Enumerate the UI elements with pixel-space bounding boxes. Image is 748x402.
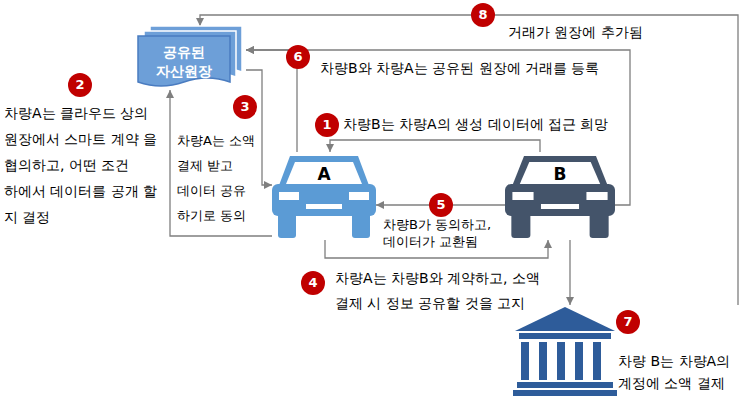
- bank-base: [513, 390, 617, 396]
- bank-roof: [515, 307, 615, 331]
- flow-arrow: [330, 140, 540, 152]
- step-note: 차량B가 동의하고, 데이터가 교환됨: [383, 216, 505, 250]
- label-holder: 6: [286, 45, 310, 69]
- car-body: [272, 184, 376, 216]
- flow-arrow: [170, 90, 272, 236]
- label-holder: 3: [233, 95, 257, 119]
- car-roof: [278, 156, 370, 188]
- callout-number: 2: [68, 73, 92, 97]
- flow-arrow: [246, 50, 630, 205]
- step-note: 차량B와 차량A는 공유된 원장에 거래를 등록: [320, 56, 599, 81]
- label-holder: 거래가 원장에 추가됨: [508, 20, 643, 45]
- callout-number: 7: [616, 310, 640, 334]
- ledger-icon: 공유된 자산원장: [138, 26, 246, 90]
- car-windshield: [286, 162, 362, 184]
- label-holder: 7: [616, 310, 640, 334]
- callout-number: 5: [429, 193, 453, 217]
- car-grille: [541, 204, 579, 209]
- step-note: 차량A는 차량B와 계약하고, 소액 결제 시 정보 공유할 것을 고지: [335, 266, 557, 316]
- bank-column: [539, 342, 547, 380]
- bank-column: [593, 342, 601, 380]
- callout-number: 1: [315, 113, 339, 137]
- car-body: [505, 184, 615, 216]
- car-headlight: [279, 192, 299, 200]
- car-roof: [511, 156, 608, 188]
- node-text: 공유된 자산원장: [144, 43, 224, 81]
- car-windshield: [520, 162, 600, 184]
- step-note: 거래가 원장에 추가됨: [508, 20, 643, 45]
- label-holder: 차량A는 차량B와 계약하고, 소액 결제 시 정보 공유할 것을 고지: [335, 266, 557, 316]
- label-holder: 차량B와 차량A는 공유된 원장에 거래를 등록: [320, 56, 599, 81]
- flow-arrow: [569, 240, 570, 305]
- bank-base: [517, 382, 613, 388]
- callout-number: 4: [301, 271, 325, 295]
- document-sheet: [138, 36, 230, 86]
- label-holder: 4: [301, 271, 325, 295]
- bank-column: [575, 342, 583, 380]
- bank-column: [521, 342, 529, 380]
- label-holder: 차량A는 소액 결제 받고 데이터 공유 하기로 동의: [177, 128, 261, 228]
- callout-number: 8: [471, 3, 495, 27]
- car-headlight: [349, 192, 369, 200]
- label-holder: 8: [471, 3, 495, 27]
- bank-beam: [519, 333, 611, 339]
- callout-number: 3: [233, 95, 257, 119]
- node-text: B: [535, 164, 585, 184]
- callout-number: 6: [286, 45, 310, 69]
- step-note: 차량B는 차량A의 생성 데이터에 접근 희망: [343, 112, 608, 137]
- node-text: 차량 B는 차량A의 계정에 소액 결제: [618, 350, 740, 394]
- step-note: 차량A는 소액 결제 받고 데이터 공유 하기로 동의: [177, 128, 261, 228]
- car-grille: [306, 204, 342, 209]
- label-holder: 차량A는 클라우드 상의 원장에서 스마트 계약 을 협의하고, 어떤 조건 하…: [4, 100, 166, 230]
- label-holder: 차량B가 동의하고, 데이터가 교환됨: [383, 216, 505, 250]
- car-b: B: [505, 152, 615, 240]
- node-text: A: [300, 164, 348, 184]
- label-holder: 차량B는 차량A의 생성 데이터에 접근 희망: [343, 112, 608, 137]
- label-holder: 5: [429, 193, 453, 217]
- label-holder: 2: [68, 73, 92, 97]
- step-note: 차량A는 클라우드 상의 원장에서 스마트 계약 을 협의하고, 어떤 조건 하…: [4, 100, 166, 230]
- car-headlight: [586, 192, 607, 200]
- car-a: A: [272, 152, 376, 240]
- label-holder: 1: [315, 113, 339, 137]
- car-headlight: [512, 192, 533, 200]
- flow-arrow: [200, 15, 738, 305]
- bank-column: [557, 342, 565, 380]
- flow-arrow: [246, 70, 272, 185]
